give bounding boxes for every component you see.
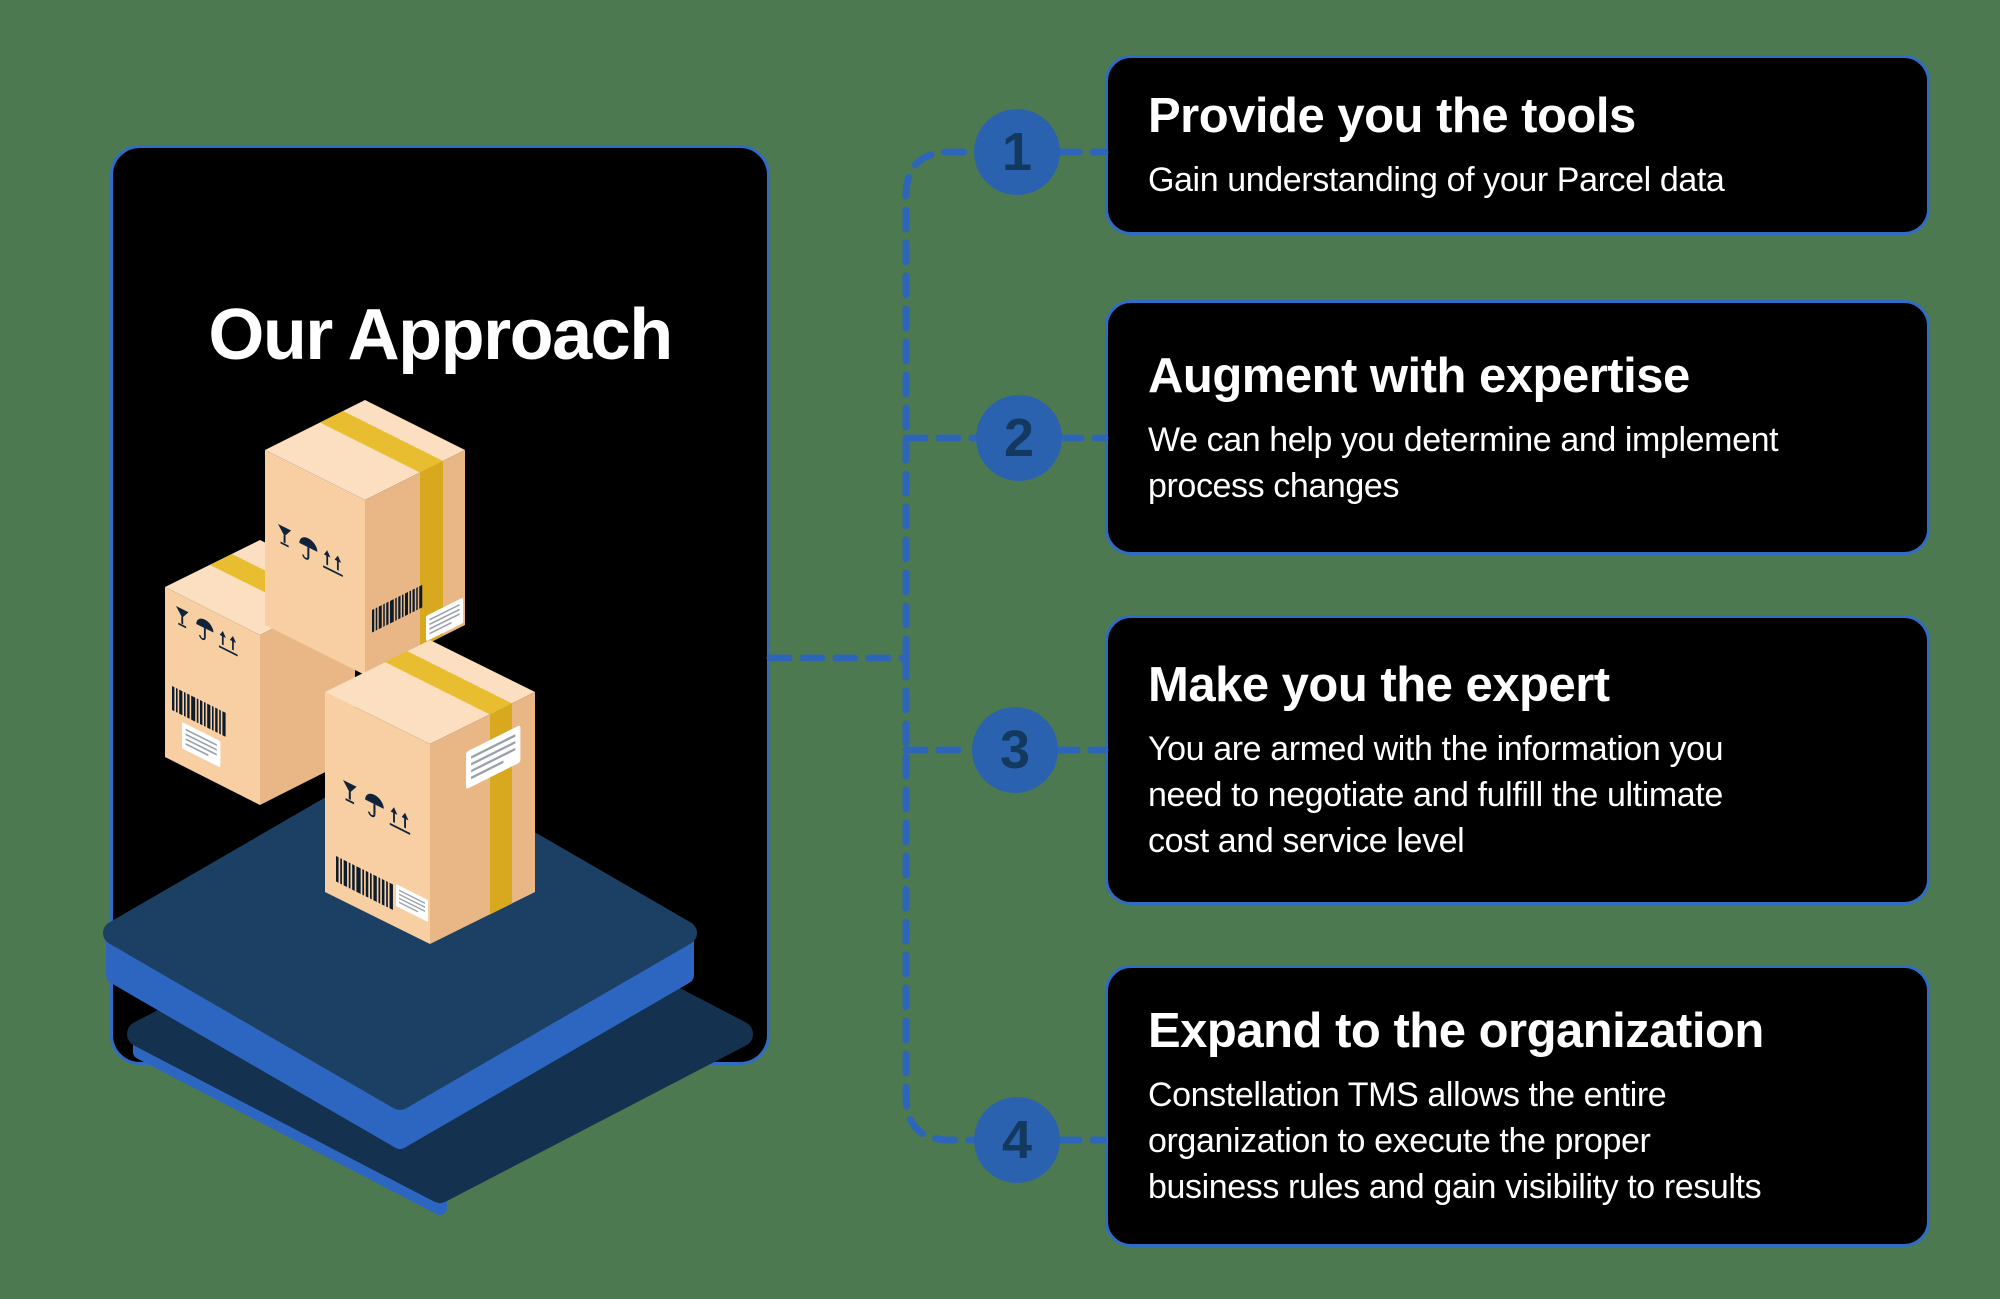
step-number: 2 — [1003, 408, 1035, 468]
step-title: Provide you the tools — [1148, 89, 1636, 143]
step-card-4: Expand to the organization Constellation… — [1105, 965, 1930, 1247]
step-number-badge-4: 4 — [974, 1097, 1060, 1183]
page-title: Our Approach — [208, 295, 673, 375]
step-number-badge-2: 2 — [976, 395, 1062, 481]
step-description: Constellation TMS allows the entire orga… — [1148, 1076, 1762, 1206]
step-number: 3 — [999, 720, 1031, 780]
step-number: 4 — [1001, 1110, 1033, 1170]
step-title: Expand to the organization — [1148, 1004, 1764, 1058]
step-number-badge-1: 1 — [974, 109, 1060, 195]
connector-dashed-lines — [766, 148, 1109, 1144]
step-description: You are armed with the information you n… — [1148, 730, 1724, 860]
step-title: Make you the expert — [1148, 658, 1610, 712]
step-card-3: Make you the expert You are armed with t… — [1105, 615, 1930, 905]
step-number-badge-3: 3 — [972, 707, 1058, 793]
step-card-1: Provide you the tools Gain understanding… — [1105, 55, 1930, 235]
step-card-2: Augment with expertise We can help you d… — [1105, 300, 1930, 555]
step-description: Gain understanding of your Parcel data — [1148, 161, 1725, 199]
step-number: 1 — [1001, 122, 1033, 182]
our-approach-card: Our Approach — [110, 145, 770, 1065]
step-title: Augment with expertise — [1148, 348, 1690, 403]
step-description: We can help you determine and implement … — [1148, 420, 1779, 505]
